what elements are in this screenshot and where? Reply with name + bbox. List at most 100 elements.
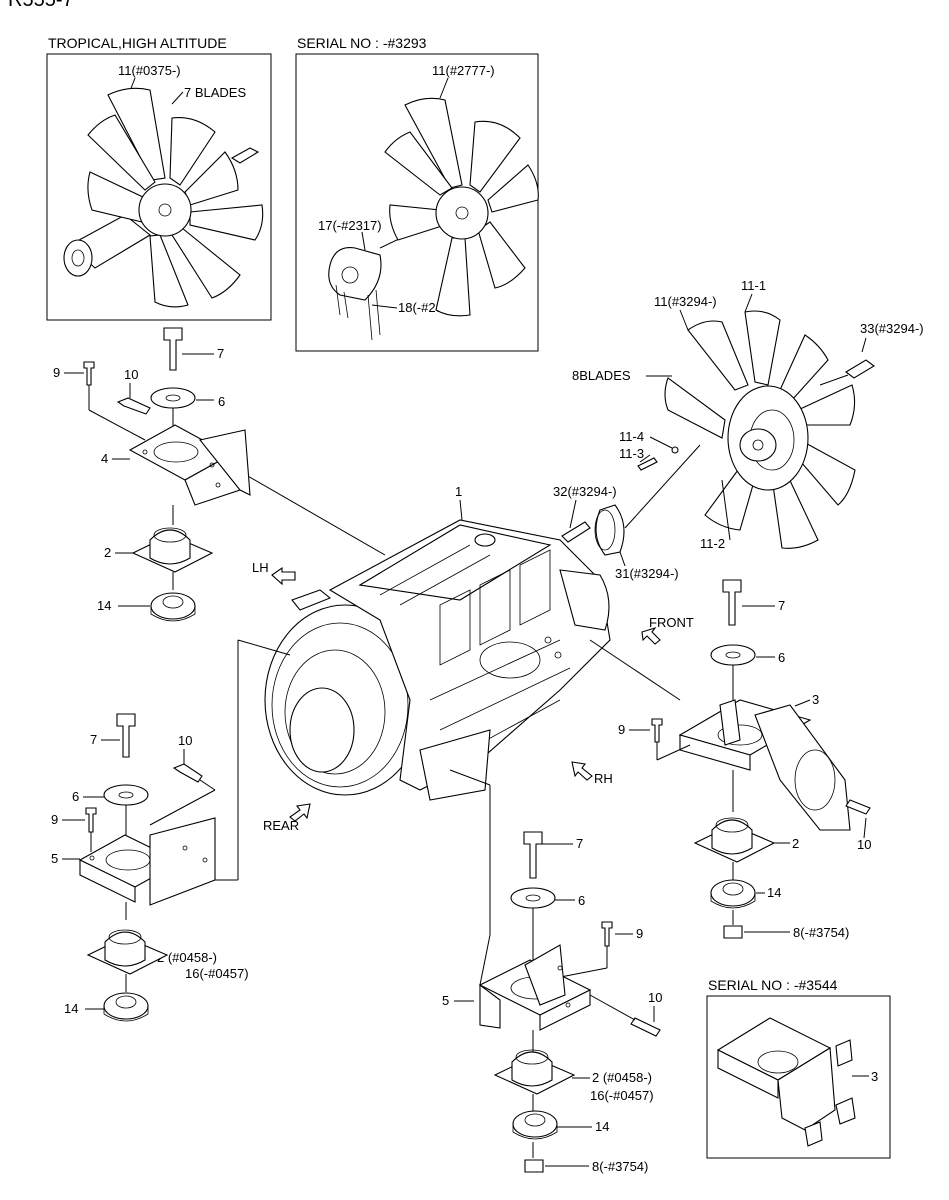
pulley-17: [328, 247, 382, 341]
fan-2777: [384, 97, 539, 317]
mount-rear-center: 7 6 9 5 10 2 (#0458-) 16(-#0457): [442, 831, 662, 1174]
mount-front-right: 7 6 3 9 10 2: [618, 579, 871, 940]
bracket-fl-4: [128, 424, 251, 506]
tropical-fan: [87, 87, 264, 308]
label-fan-tropical: 11(#0375-): [118, 63, 181, 78]
arrow-rear-icon: [289, 803, 311, 822]
label-fl-14: 14: [97, 598, 111, 613]
bolt-fl-9: [83, 361, 95, 386]
washer-fl-6: [150, 387, 196, 409]
inset-3544-frame: [706, 995, 891, 1159]
rubber-mount-rc-2: [493, 1049, 576, 1095]
bolt-fr-10: [845, 799, 871, 815]
rubber-mount-fr-2: [693, 817, 776, 863]
label-rear: REAR: [263, 818, 299, 833]
inset-3544-header: SERIAL NO : -#3544: [708, 977, 838, 993]
label-rl-14: 14: [64, 1001, 78, 1016]
rubber-mount-rl-2: [86, 929, 169, 975]
label-rc-5: 5: [442, 993, 449, 1008]
inset-serial-3293: SERIAL NO : -#3293 11(#2777-) 17(-#2317)…: [295, 35, 539, 352]
label-fan-2777: 11(#2777-): [432, 63, 495, 78]
arrow-rh-icon: [571, 761, 593, 781]
label-rc-14: 14: [595, 1119, 609, 1134]
label-8blades: 8BLADES: [572, 368, 631, 383]
label-rl-10: 10: [178, 733, 192, 748]
label-rl-6: 6: [72, 789, 79, 804]
tropical-bolt: [230, 147, 260, 164]
nut-fr-8: [723, 925, 743, 939]
label-rl-9: 9: [51, 812, 58, 827]
label-fl-7: 7: [217, 346, 224, 361]
label-fl-6: 6: [218, 394, 225, 409]
arrow-lh-icon: [271, 566, 296, 586]
label-fr-6: 6: [778, 650, 785, 665]
label-rc-9: 9: [636, 926, 643, 941]
bolt-rc-10: [630, 1017, 661, 1037]
label-11-3: 11-3: [619, 446, 644, 461]
damper-fr-14: [710, 879, 756, 909]
arrow-front-icon: [641, 626, 661, 645]
label-rc-10: 10: [648, 990, 662, 1005]
fan-assembly: 11(#3294-) 11-1 8BLADES 33(#3294-) 11-4 …: [553, 278, 924, 581]
bracket-rc-5: [478, 944, 592, 1031]
bracket-rl-5: [78, 817, 216, 906]
damper-rl-14: [103, 992, 149, 1022]
label-11-2: 11-2: [700, 536, 725, 551]
bolt-fl-10: [116, 397, 151, 415]
label-7-blades: 7 BLADES: [184, 85, 246, 100]
direction-rear: REAR: [263, 803, 311, 833]
label-rl-2: 2 (#0458-): [157, 950, 217, 965]
bolt-fl-7: [163, 327, 183, 371]
label-3544-bracket: 3: [871, 1069, 878, 1084]
direction-front: FRONT: [641, 615, 694, 645]
label-pulley-17: 17(-#2317): [318, 218, 382, 233]
bolt-11-3: [637, 457, 658, 471]
bolt-33: [845, 359, 875, 379]
label-fr-8: 8(-#3754): [793, 925, 849, 940]
inset-tropical-frame: [46, 53, 272, 321]
washer-fr-6: [710, 644, 756, 666]
label-rl-7: 7: [90, 732, 97, 747]
label-rl-16: 16(-#0457): [185, 966, 249, 981]
label-lh: LH: [252, 560, 269, 575]
label-33: 33(#3294-): [860, 321, 924, 336]
bolt-fr-7: [722, 579, 742, 626]
mount-front-left: 9 10 7 6 4 2: [53, 327, 251, 622]
spacer-31: [594, 504, 625, 556]
label-rc-8: 8(-#3754): [592, 1159, 648, 1174]
label-rc-6: 6: [578, 893, 585, 908]
label-32: 32(#3294-): [553, 484, 617, 499]
inset-3293-header: SERIAL NO : -#3293: [297, 35, 427, 51]
label-engine: 1: [455, 484, 462, 499]
bolt-rl-7: [116, 713, 136, 758]
bracket-fr-3: [678, 699, 851, 831]
nut-rc-8: [524, 1159, 544, 1173]
inset-3293-frame: [295, 53, 539, 352]
direction-lh: LH: [252, 560, 296, 586]
label-31: 31(#3294-): [615, 566, 679, 581]
tropical-motor: [63, 214, 151, 277]
bracket-3544: [716, 1017, 856, 1147]
washer-rl-6: [103, 784, 149, 806]
page-title: R555-7: [8, 0, 74, 11]
label-fr-3: 3: [812, 692, 819, 707]
bolt-rl-10: [172, 763, 203, 783]
label-rl-5: 5: [51, 851, 58, 866]
washer-rc-6: [510, 887, 556, 909]
label-11-4: 11-4: [619, 429, 644, 444]
direction-rh: RH: [571, 761, 613, 786]
label-fr-14: 14: [767, 885, 781, 900]
rubber-mount-fl-2: [131, 527, 214, 573]
label-front: FRONT: [649, 615, 694, 630]
inset-serial-3544: SERIAL NO : -#3544 3: [706, 977, 891, 1159]
bolt-32: [561, 521, 591, 543]
fan-3294: [664, 310, 856, 549]
label-fl-2: 2: [104, 545, 111, 560]
label-fan-3294: 11(#3294-): [654, 294, 717, 309]
bolt-rc-7: [523, 831, 543, 879]
damper-rc-14: [512, 1110, 558, 1140]
engine-block: [264, 519, 611, 801]
label-fr-2: 2: [792, 836, 799, 851]
label-fr-7: 7: [778, 598, 785, 613]
